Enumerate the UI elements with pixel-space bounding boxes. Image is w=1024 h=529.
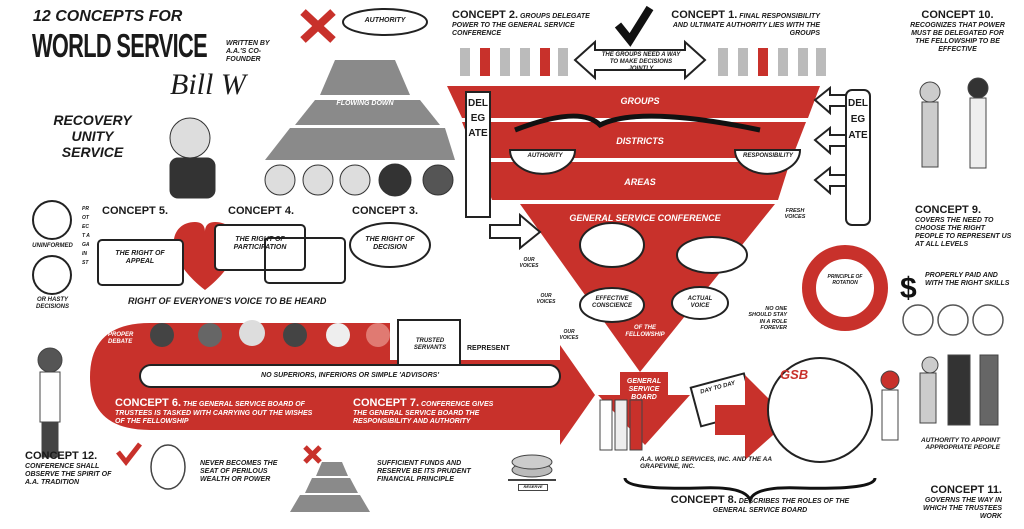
authority-label: Authority (527, 153, 563, 159)
title-line2: World Service (32, 27, 208, 64)
written-by: Written by A.A.'s co-founder (226, 40, 270, 64)
gsb-label: General Service Board (626, 378, 662, 402)
concept-11: Concept 11.Governs the way in which the … (923, 484, 1002, 520)
authority-scale-pan (508, 149, 577, 175)
concept-7: Concept 7. Conference gives the General … (353, 397, 494, 425)
hasty-label: or hasty decisions (35, 297, 69, 310)
scale-beam (514, 113, 761, 133)
voice-label: Actual voice (687, 296, 713, 309)
areas-label: Areas (624, 177, 656, 187)
appeal-bubble: The right of appeal (115, 250, 165, 266)
pyramid (265, 60, 455, 160)
small-red-x-icon (303, 445, 322, 464)
red-check-icon (116, 442, 142, 467)
concept-4-heading: Concept 4. (228, 205, 295, 217)
audience-heads (150, 320, 390, 347)
lips-icon (676, 236, 748, 274)
properly-paid: Properly paid and with the right skills (925, 272, 1010, 288)
values-list: Recovery Unity Service (45, 112, 140, 160)
coins-reserve-icon (508, 454, 556, 481)
responsibility-scale-pan (733, 149, 802, 175)
cloud-label: Authority (364, 17, 406, 24)
value-unity: Unity (71, 128, 114, 145)
represent-label: Represent (467, 345, 510, 352)
pyramid-label: Flowing down (336, 100, 394, 107)
delegate-arrows (489, 85, 847, 251)
people-figures (37, 77, 999, 458)
gsb-circle (767, 357, 873, 463)
no-hands-icon (32, 255, 72, 295)
aa-entities: A.A. World Services, Inc. and the AA Gra… (640, 456, 772, 471)
our-voices-2: Our voices (536, 293, 556, 305)
concept-3-heading: Concept 3. (352, 205, 419, 217)
concept-6: Concept 6. The General Service Board of … (115, 397, 313, 425)
delegate-left-box (465, 91, 491, 218)
podium (397, 319, 461, 366)
value-service: Service (61, 144, 124, 161)
question-icon (32, 200, 72, 240)
districts-label: Districts (616, 136, 664, 146)
gsb-arrow (598, 372, 690, 445)
concept-9: Concept 9.Covers the need to choose the … (915, 204, 1012, 248)
rotation-label: Principle of rotation (827, 274, 863, 286)
fresh-voices: Fresh voices (784, 208, 806, 221)
no-superiors: No superiors, inferiors or simple 'advis… (261, 372, 439, 379)
reserve-sign: Reserve (518, 484, 548, 491)
gsb-circle-label: GSB (780, 367, 809, 382)
face-icon (150, 444, 186, 490)
delegate-right: DELEGATE (848, 98, 868, 141)
our-voices-1: Our voices (519, 257, 539, 269)
responsibility-label: Responsibility (742, 153, 793, 159)
face-icons (169, 117, 454, 199)
delegate-right-box (845, 89, 871, 226)
participation-bubble: The right of participation (233, 236, 287, 252)
no-superiors-bar (139, 364, 561, 388)
concept-5-heading: Concept 5. (102, 205, 169, 217)
proper-debate: Proper debate (108, 332, 134, 345)
no-one-forever: No one should stay in a role forever (748, 306, 787, 331)
double-arrow (573, 39, 707, 81)
conscience-label: Effective conscience (591, 296, 632, 309)
skills-icons (902, 304, 1004, 336)
delegate-left: DELEGATE (468, 98, 488, 139)
concept-8: Concept 8. Describes the roles of the Ge… (670, 494, 850, 514)
joint-arrow-text: The groups need a way to make decisions … (601, 52, 681, 72)
gold-bars-icon (290, 462, 370, 512)
authority-cloud (342, 8, 428, 36)
decision-bubble: The right of decision (365, 236, 415, 252)
uninformed-label: Uninformed (32, 243, 73, 249)
concept-2: Concept 2. Groups delegate power to the … (452, 9, 590, 37)
concept-12: Concept 12.Conference shall observe the … (25, 450, 112, 486)
gsc-label: General Service Conference (569, 213, 721, 223)
trusted-servants: Trusted servants (413, 338, 447, 351)
protect-against: Protect against (82, 206, 90, 266)
dollar-icon: $ (900, 272, 917, 305)
authority-appoint: Authority to appoint appropriate people (921, 437, 1000, 452)
title-line1: 12 Concepts for (33, 8, 183, 25)
brace (623, 477, 877, 505)
value-recovery: Recovery (53, 112, 132, 128)
never-wealth: Never becomes the seat of perilous wealt… (200, 460, 278, 484)
sufficient-funds: Sufficient funds and reserve be its prud… (377, 460, 471, 484)
seated-people (460, 48, 826, 76)
voice-heard: Right of everyone's voice to be heard (128, 296, 327, 306)
rotation-ring (802, 245, 888, 331)
our-voices-3: Our voices (559, 329, 579, 341)
concept-10: Concept 10.Recognizes that power must be… (910, 9, 1005, 53)
groups-label: Groups (620, 96, 660, 106)
fellowship-label: of the fellowship (625, 325, 665, 338)
brain-icon (579, 222, 645, 268)
checkmark-icon (614, 5, 654, 47)
concept-1: Concept 1. Final responsibility and ulti… (671, 9, 820, 37)
red-x-icon (300, 9, 336, 43)
signature: Bill W (170, 68, 246, 101)
